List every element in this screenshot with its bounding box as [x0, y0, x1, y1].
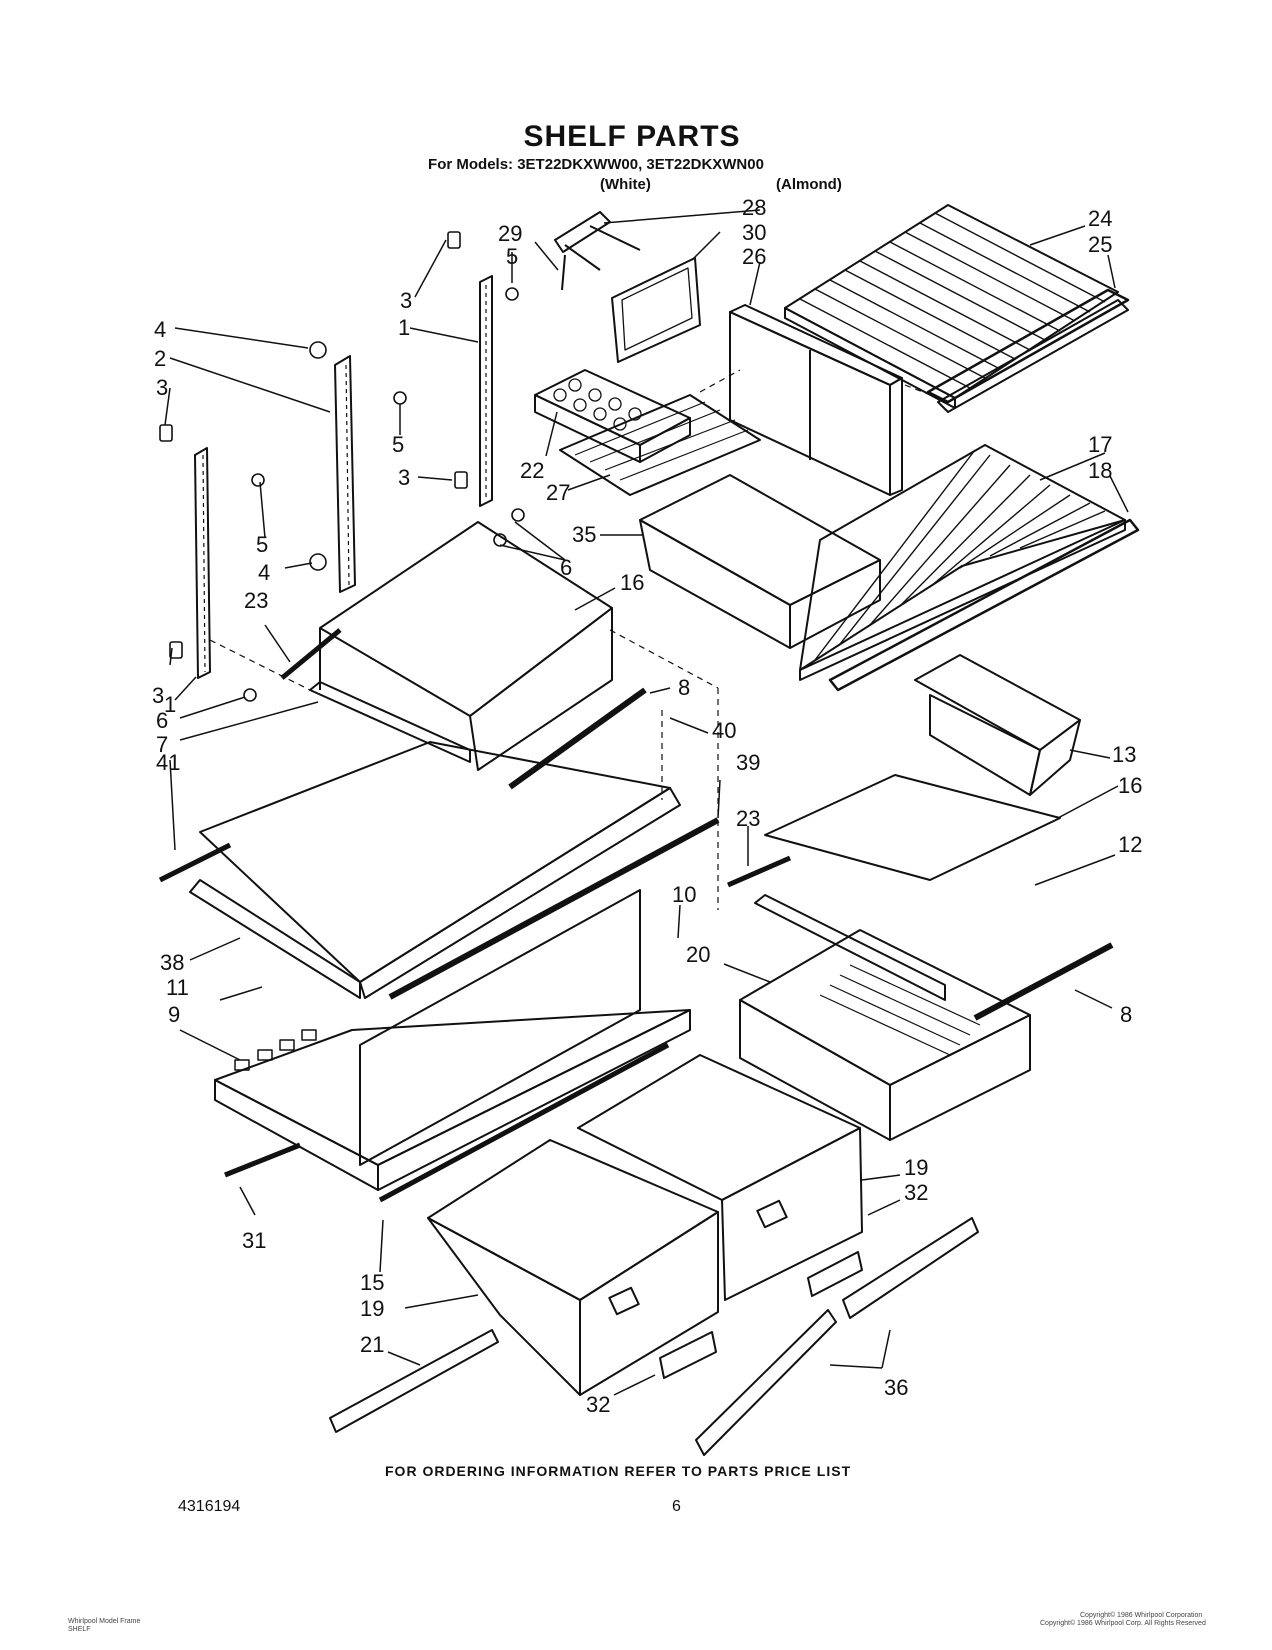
- callout-6: 6: [156, 708, 168, 733]
- callout-2: 2: [154, 346, 166, 371]
- document-number: 4316194: [178, 1498, 241, 1515]
- callout-4: 4: [258, 560, 270, 585]
- callout-3: 3: [398, 465, 410, 490]
- wire-shelf-upper: [784, 204, 1130, 413]
- callout-41: 41: [156, 750, 180, 775]
- callout-1: 1: [398, 315, 410, 340]
- callout-31: 31: [242, 1228, 266, 1253]
- callout-29: 29: [498, 221, 522, 246]
- callout-32: 32: [586, 1392, 610, 1417]
- color-almond-label: (Almond): [776, 176, 842, 193]
- callout-24: 24: [1088, 206, 1112, 231]
- callout-1: 1: [164, 692, 176, 717]
- callout-17: 17: [1088, 432, 1112, 457]
- callout-13: 13: [1112, 742, 1136, 767]
- callout-25: 25: [1088, 232, 1112, 257]
- drawer-trims: [329, 1217, 979, 1456]
- page-number: 6: [672, 1498, 681, 1515]
- deli-drawer: [739, 929, 1031, 1141]
- callout-16: 16: [620, 570, 644, 595]
- callout-36: 36: [884, 1375, 908, 1400]
- callout-22: 22: [520, 458, 544, 483]
- callout-15: 15: [360, 1270, 384, 1295]
- callout-35: 35: [572, 522, 596, 547]
- callout-20: 20: [686, 942, 710, 967]
- page-title: SHELF PARTS: [523, 120, 741, 153]
- copyright-line-2: Copyright© 1986 Whirlpool Corp. All Righ…: [1040, 1620, 1206, 1627]
- crisper-cover: [214, 889, 691, 1203]
- callout-28: 28: [742, 195, 766, 220]
- egg-tray: [534, 369, 691, 463]
- leader-lines: [164, 209, 1129, 1396]
- callout-6: 6: [560, 555, 572, 580]
- small-bin: [914, 654, 1081, 796]
- copyright-line-1: Copyright© 1986 Whirlpool Corporation: [1080, 1612, 1203, 1619]
- callout-10: 10: [672, 882, 696, 907]
- callout-38: 38: [160, 950, 184, 975]
- callout-12: 12: [1118, 832, 1142, 857]
- footer-small-left-2: SHELF: [68, 1626, 91, 1633]
- glass-shelf-large: [158, 741, 720, 1000]
- callout-5: 5: [256, 532, 268, 557]
- callout-16: 16: [1118, 773, 1142, 798]
- shelf-rails: [194, 275, 493, 679]
- callout-5: 5: [506, 244, 518, 269]
- callout-9: 9: [168, 1002, 180, 1027]
- crisper-drawer-right: [577, 1054, 863, 1301]
- callout-3: 3: [156, 375, 168, 400]
- callout-11: 11: [166, 975, 189, 1000]
- callout-4: 4: [154, 317, 166, 342]
- dairy-hinge: [554, 211, 641, 291]
- callout-8: 8: [678, 675, 690, 700]
- callout-26: 26: [742, 244, 766, 269]
- callout-21: 21: [360, 1332, 384, 1357]
- color-white-label: (White): [600, 176, 651, 193]
- callout-19: 19: [904, 1155, 928, 1180]
- callout-19: 19: [360, 1296, 384, 1321]
- footer-small-left-1: Whirlpool Model Frame: [68, 1618, 141, 1625]
- back-panel: [729, 304, 903, 496]
- model-numbers: For Models: 3ET22DKXWW00, 3ET22DKXWN00: [428, 156, 764, 173]
- glass-shelf-right: [727, 774, 1114, 1021]
- callout-40: 40: [712, 718, 736, 743]
- callout-27: 27: [546, 480, 570, 505]
- crisper-drawer-left: [427, 1139, 719, 1396]
- assembly-lines: [209, 369, 949, 910]
- glass-shelf-upper: [280, 521, 647, 790]
- ordering-info-note: FOR ORDERING INFORMATION REFER TO PARTS …: [385, 1463, 852, 1479]
- callout-23: 23: [244, 588, 268, 613]
- callout-3: 3: [400, 288, 412, 313]
- callout-7: 7: [156, 732, 168, 757]
- callout-3: 3: [152, 683, 164, 708]
- wire-shelf-lower: [799, 444, 1140, 692]
- callout-18: 18: [1088, 458, 1112, 483]
- callout-39: 39: [736, 750, 760, 775]
- callout-5: 5: [392, 432, 404, 457]
- meat-pan: [639, 474, 881, 649]
- callout-30: 30: [742, 220, 766, 245]
- callout-8: 8: [1120, 1002, 1132, 1027]
- egg-shelf: [559, 394, 761, 496]
- callout-23: 23: [736, 806, 760, 831]
- callout-32: 32: [904, 1180, 928, 1205]
- hardware-parts: [159, 231, 525, 702]
- dairy-door: [611, 257, 701, 363]
